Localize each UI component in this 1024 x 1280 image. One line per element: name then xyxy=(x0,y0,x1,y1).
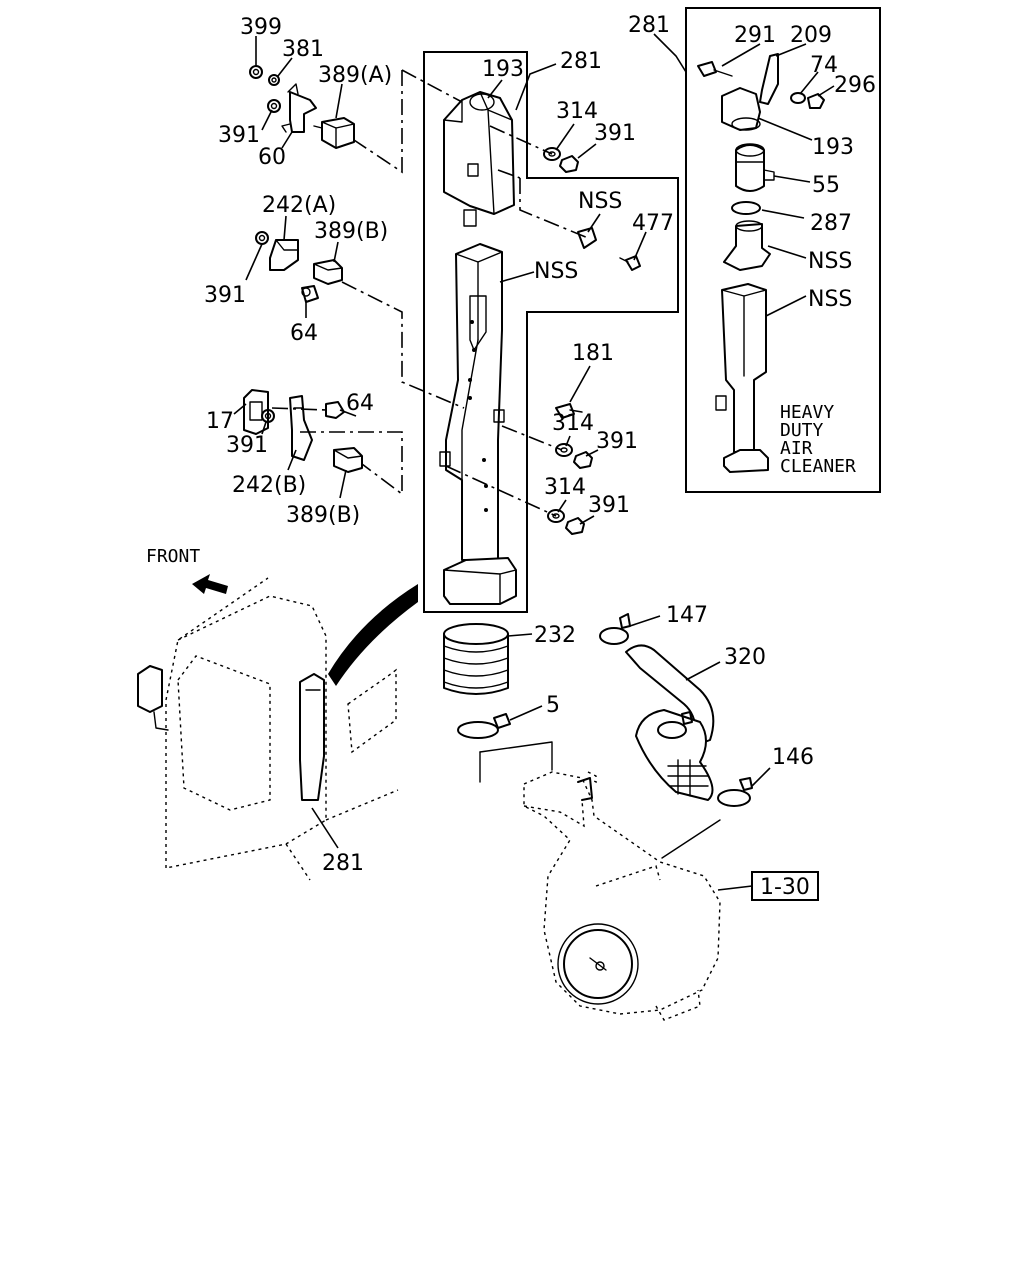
clamp-147 xyxy=(599,613,661,645)
air-cleaner-body xyxy=(523,771,753,1021)
truck-cab xyxy=(137,577,418,881)
heavy-duty-inset-box xyxy=(685,7,881,493)
callout-281-main: 281 xyxy=(560,49,602,74)
callout-296: 296 xyxy=(834,73,876,98)
callout-193: 193 xyxy=(482,57,524,82)
callout-232: 232 xyxy=(534,623,576,648)
callout-74: 74 xyxy=(810,53,838,78)
callout-477: 477 xyxy=(632,211,674,236)
callout-391-b: 391 xyxy=(596,429,638,454)
inset-caption-line4: CLEANER xyxy=(780,456,856,477)
callout-391-mid: 391 xyxy=(204,283,246,308)
callout-64-mid: 64 xyxy=(290,321,318,346)
callout-399: 399 xyxy=(240,15,282,40)
callout-320: 320 xyxy=(724,645,766,670)
callout-281-cab: 281 xyxy=(322,851,364,876)
middle-left-hardware xyxy=(255,231,343,303)
callout-242b: 242(B) xyxy=(232,473,306,498)
callout-391-low: 391 xyxy=(226,433,268,458)
callout-5: 5 xyxy=(546,693,560,718)
callout-209: 209 xyxy=(790,23,832,48)
clamp-5 xyxy=(457,705,543,739)
front-arrow-icon xyxy=(192,574,228,594)
inset-caption-line1: HEAVY xyxy=(780,402,834,423)
callout-193-inset: 193 xyxy=(812,135,854,160)
hose-320 xyxy=(625,644,721,747)
inset-parts xyxy=(697,43,835,473)
callout-nss-b: NSS xyxy=(534,259,578,284)
front-label: FRONT xyxy=(146,546,200,567)
callout-17: 17 xyxy=(206,409,234,434)
callout-389b-mid: 389(B) xyxy=(314,219,388,244)
callout-281-inset: 281 xyxy=(628,13,670,38)
callout-389b-low: 389(B) xyxy=(286,503,360,528)
callout-391-a: 391 xyxy=(594,121,636,146)
callout-181: 181 xyxy=(572,341,614,366)
right-hardware xyxy=(543,147,641,535)
snorkel-head-193 xyxy=(443,91,515,227)
leader-lines xyxy=(233,33,687,525)
inset-caption-line3: AIR xyxy=(780,438,813,459)
callout-nss-a: NSS xyxy=(578,189,622,214)
callout-389a: 389(A) xyxy=(318,63,392,88)
ref-box-label: 1-30 xyxy=(760,875,810,900)
ref-box xyxy=(751,871,819,901)
callout-287: 287 xyxy=(810,211,852,236)
assembly-centerlines xyxy=(271,69,589,517)
callout-314-a: 314 xyxy=(556,99,598,124)
callout-314-c: 314 xyxy=(544,475,586,500)
callout-291: 291 xyxy=(734,23,776,48)
callout-242a: 242(A) xyxy=(262,193,336,218)
inset-caption-line2: DUTY xyxy=(780,420,824,441)
callout-60: 60 xyxy=(258,145,286,170)
bellows-232 xyxy=(443,623,533,695)
callout-147: 147 xyxy=(666,603,708,628)
lower-intake-parts xyxy=(443,613,819,1021)
corrugated-joint xyxy=(635,709,771,807)
callout-314-b: 314 xyxy=(552,411,594,436)
callout-nss-c: NSS xyxy=(808,249,852,274)
callout-391-top: 391 xyxy=(218,123,260,148)
lower-left-hardware xyxy=(243,389,363,473)
callout-391-c: 391 xyxy=(588,493,630,518)
callout-381: 381 xyxy=(282,37,324,62)
callout-labels: 399 381 389(A) 391 60 242(A) 389(B) 391 … xyxy=(146,13,876,900)
callout-146: 146 xyxy=(772,745,814,770)
callout-nss-d: NSS xyxy=(808,287,852,312)
main-assembly-frame xyxy=(423,51,679,613)
callout-55: 55 xyxy=(812,173,840,198)
snorkel-duct-nss xyxy=(439,243,517,605)
callout-64-low: 64 xyxy=(346,391,374,416)
